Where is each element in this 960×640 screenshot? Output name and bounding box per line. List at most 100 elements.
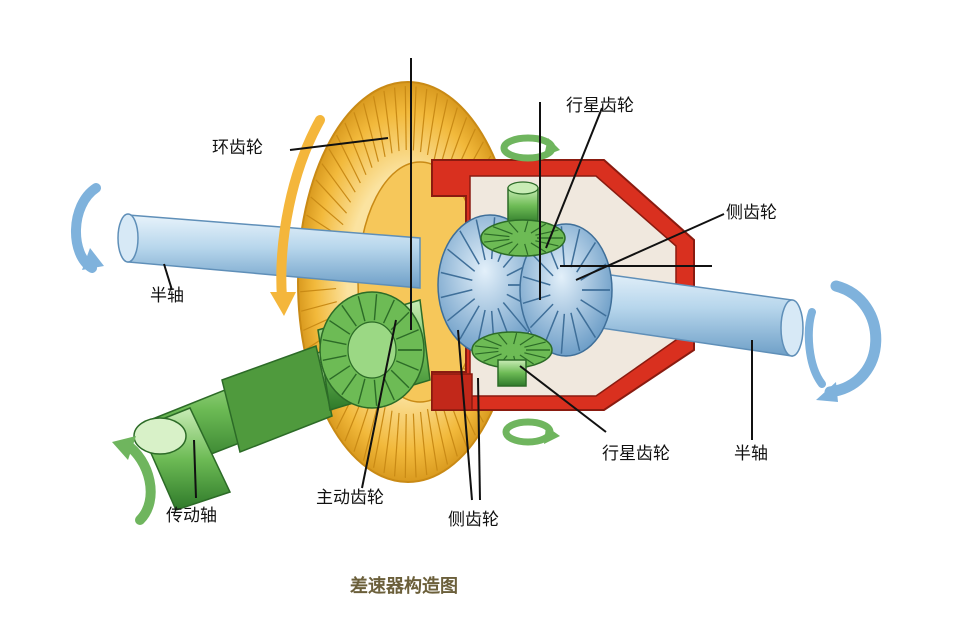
gear-tooth [373,294,378,321]
leader-line-side-gear-bottom [457,329,473,501]
leader-line-side-gear-bottom-2 [477,377,481,501]
gear-tooth [383,90,393,154]
gear-tooth [483,338,502,347]
gear-tooth [519,354,534,365]
gear-tooth [328,148,356,193]
gear-tooth [395,360,419,371]
label-drive-shaft: 传动轴 [166,506,217,526]
gear-tooth [362,402,379,461]
label-half-shaft-left: 半轴 [150,286,184,306]
leader-line-ring-gear [289,137,389,151]
leader-line-drive-pinion [361,319,397,489]
gear-tooth [530,223,547,234]
gear-tooth [419,88,428,153]
gear-tooth [315,179,348,214]
gear-tooth [373,96,386,157]
leader-lines [163,58,753,501]
gear-tooth [329,319,351,335]
gear-tooth [393,412,400,477]
gear-tooth [310,196,344,226]
gear-tooth [433,99,449,160]
gear-tooth [440,271,473,281]
gear-tooth [426,408,438,471]
drive-pinion [317,291,431,411]
gear-tooth [524,243,529,256]
label-drive-pinion: 主动齿轮 [316,488,384,508]
label-ring-gear: 环齿轮 [212,138,263,158]
gear-tooth [440,289,473,299]
half-shaft-left [117,213,421,289]
leader-line-half-shaft-left [163,263,173,291]
label-half-shaft-right: 半轴 [734,444,768,464]
gear-tooth [576,242,597,273]
gear-tooth [412,86,417,151]
gear-tooth [433,404,449,465]
label-planet-gear-top: 行星齿轮 [566,96,634,116]
gear-tooth [475,345,499,350]
gear-tooth [322,339,347,346]
gear-tooth [404,413,407,478]
gear-tooth [560,313,566,354]
gear-tooth [492,241,513,250]
gear-tooth [484,233,510,238]
leader-line-side-gear-right [575,213,725,281]
gear-tooth [321,163,352,203]
gear-tooth [543,310,559,346]
leader-line-planet-bottom [519,365,607,433]
gear-tooth [383,410,393,474]
gear-tooth [329,365,351,381]
gear-tooth [475,350,499,355]
gear-tooth [508,221,519,233]
gear-tooth [524,341,546,348]
rotation-arrow-planet-top [500,134,560,162]
gear-tooth [483,353,502,362]
gear-tooth [529,303,554,329]
gear-tooth [508,243,519,255]
gear-tooth [502,302,528,332]
gear-tooth [412,413,417,478]
gear-tooth [404,86,407,151]
gear-tooth [373,379,378,406]
gear-tooth [301,301,337,312]
gear-tooth [440,107,458,165]
gear-tooth [522,275,551,286]
gear-tooth [570,312,581,352]
gear-tooth [447,298,476,322]
gear-tooth [395,329,419,340]
gear-tooth [576,307,597,338]
gear-tooth [447,248,476,272]
label-planet-gear-bottom: 行星齿轮 [602,444,670,464]
gear-tooth [390,369,410,389]
gear-tooth [530,242,547,253]
gear-tooth [524,220,529,233]
planet-gear-bottom [471,331,553,387]
gear-tooth [580,299,607,317]
gear-tooth [519,335,534,346]
gear-tooth [300,287,337,293]
rotation-arrow-planet-bottom [502,418,560,446]
gear-tooth [393,87,400,152]
gear-tooth [570,228,581,268]
gear-tooth [492,226,513,235]
gear-tooth [513,332,518,345]
side-gear-right [519,223,613,357]
gear-tooth [522,294,551,305]
rotation-arrow-right-shaft [804,280,882,402]
gear-tooth [362,103,379,162]
gear-tooth [484,238,510,243]
gear-tooth [341,304,357,327]
rotation-arrow-drive [112,436,156,525]
leader-line-planet-top [545,107,603,249]
label-side-gear-right: 侧齿轮 [726,203,777,223]
gear-tooth [357,295,366,322]
diagram-caption: 差速器构造图 [350,576,458,597]
gear-tooth [382,376,395,401]
gear-tooth [459,230,480,265]
gear-tooth [529,251,554,277]
gear-tooth [459,305,480,340]
gear-tooth [353,112,373,168]
gear-tooth [524,352,546,359]
gear-tooth [498,333,508,345]
